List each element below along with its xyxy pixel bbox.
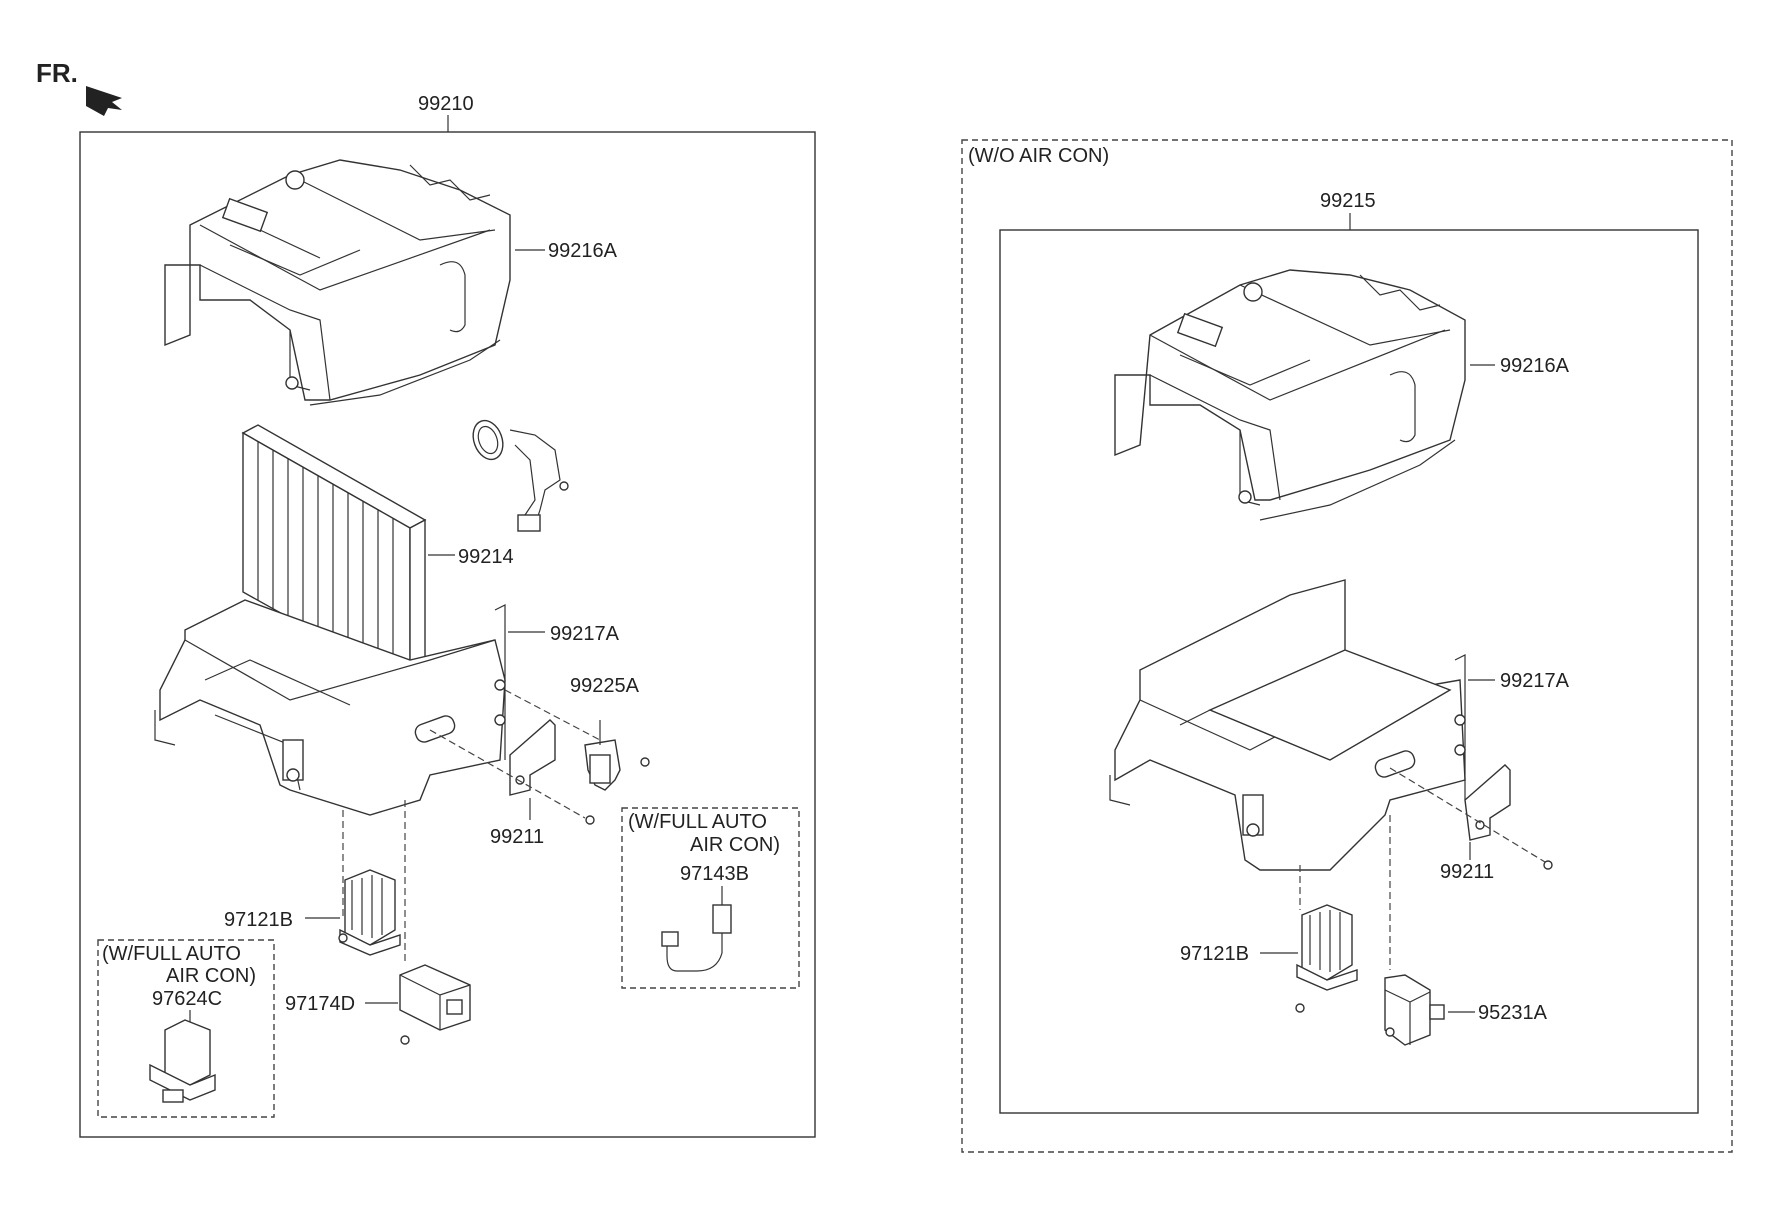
left-label-bracket: 99211 xyxy=(490,826,544,848)
right-variant-frame xyxy=(961,139,1733,1153)
front-arrow-icon xyxy=(86,86,122,116)
front-indicator: FR. xyxy=(36,58,122,116)
right-variant-label: (W/O AIR CON) xyxy=(968,145,1109,167)
right-assembly-number: 99215 xyxy=(1320,190,1376,212)
option-resistor-part: 97624C xyxy=(152,988,222,1010)
right-label-upper-case: 99216A xyxy=(1500,355,1570,377)
option-resistor-line1: (W/FULL AUTO xyxy=(102,943,241,965)
right-relay-part xyxy=(1384,974,1445,1046)
right-lower-case-part xyxy=(1109,579,1466,871)
left-label-relay: 97174D xyxy=(285,993,355,1015)
right-label-resistor: 97121B xyxy=(1180,943,1249,965)
lower-case-part xyxy=(154,599,506,816)
right-label-bracket: 99211 xyxy=(1440,861,1494,883)
sensor-bracket-part xyxy=(472,419,569,532)
left-panel: 99210 99216A xyxy=(79,93,816,1138)
left-label-sensor: 97143B xyxy=(680,863,749,885)
bracket-part xyxy=(509,719,595,825)
left-label-actuator: 99225A xyxy=(570,675,640,697)
right-assembly-frame xyxy=(999,229,1699,1114)
filter-part xyxy=(241,424,427,687)
alt-resistor-part xyxy=(149,1019,216,1103)
resistor-part xyxy=(338,869,401,956)
front-label: FR. xyxy=(36,58,78,88)
right-bracket-part xyxy=(1464,764,1553,870)
option-box-resistor xyxy=(97,939,275,1118)
left-label-lower-case: 99217A xyxy=(550,623,620,645)
relay-part xyxy=(399,964,471,1045)
actuator-part xyxy=(584,720,650,791)
sensor-part xyxy=(661,904,732,972)
upper-case-part xyxy=(164,159,511,406)
left-label-upper-case: 99216A xyxy=(548,240,618,262)
option-sensor-line1: (W/FULL AUTO xyxy=(628,811,767,833)
right-label-relay: 95231A xyxy=(1478,1002,1548,1024)
left-label-filter: 99214 xyxy=(458,546,514,568)
right-label-lower-case: 99217A xyxy=(1500,670,1570,692)
left-assembly-number: 99210 xyxy=(418,93,474,115)
option-box-sensor xyxy=(621,807,800,989)
option-sensor-line2: AIR CON) xyxy=(690,834,780,856)
left-assembly-frame xyxy=(79,131,816,1138)
right-panel: (W/O AIR CON) 99215 99216A xyxy=(961,139,1733,1153)
right-upper-case-part xyxy=(1114,269,1466,521)
right-resistor-part xyxy=(1295,904,1358,1013)
option-resistor-line2: AIR CON) xyxy=(166,965,256,987)
left-label-resistor: 97121B xyxy=(224,909,293,931)
